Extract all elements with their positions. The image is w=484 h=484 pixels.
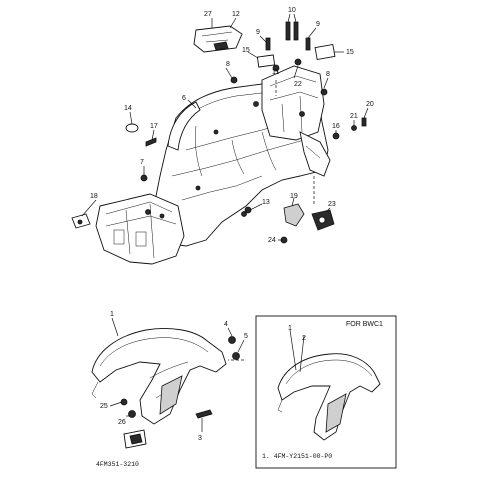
callout-15b: 15 bbox=[346, 49, 354, 56]
inset-front-fender bbox=[277, 353, 381, 441]
callout-8a: 8 bbox=[226, 61, 230, 68]
front-fender-assembly bbox=[91, 328, 240, 449]
callout-24: 24 bbox=[268, 237, 276, 244]
callout-22: 22 bbox=[294, 81, 302, 88]
inset-callout-2: 2 bbox=[302, 335, 306, 342]
callout-12: 12 bbox=[232, 11, 240, 18]
tail-box bbox=[261, 65, 325, 141]
lower-callouts: 1 4 5 25 26 3 4FM351-3210 bbox=[96, 311, 248, 468]
callout-3: 3 bbox=[198, 435, 202, 442]
callout-9b: 9 bbox=[316, 21, 320, 28]
rubber-plug bbox=[125, 123, 139, 133]
callout-11: 11 bbox=[272, 69, 279, 76]
callout-23: 23 bbox=[328, 201, 336, 208]
callout-26: 26 bbox=[118, 419, 126, 426]
inset-frame bbox=[255, 315, 397, 469]
callout-14: 14 bbox=[124, 105, 132, 112]
callout-5: 5 bbox=[244, 333, 248, 340]
callout-27: 27 bbox=[204, 11, 212, 18]
fender-flap bbox=[167, 101, 201, 151]
inner-fender-bracket bbox=[95, 193, 185, 265]
upper-callouts: 27 12 10 9 9 15 15 11 22 8 8 6 14 17 20 … bbox=[90, 7, 374, 244]
callout-1: 1 bbox=[110, 311, 114, 318]
inset-title: FOR BWC1 bbox=[346, 321, 383, 328]
callout-6: 6 bbox=[182, 95, 186, 102]
lower-leader-lines bbox=[109, 317, 245, 432]
inset-note: 1. 4FM-Y2151-00-P0 bbox=[262, 453, 332, 460]
callout-7: 7 bbox=[140, 159, 144, 166]
callout-18: 18 bbox=[90, 193, 98, 200]
inset-callout-1: 1 bbox=[288, 325, 292, 332]
callout-8b: 8 bbox=[326, 71, 330, 78]
callout-9a: 9 bbox=[256, 29, 260, 36]
catalog-code: 4FM351-3210 bbox=[96, 461, 139, 468]
callout-21: 21 bbox=[350, 113, 358, 120]
callout-25: 25 bbox=[100, 403, 108, 410]
upper-leader-lines bbox=[81, 13, 369, 241]
callout-20: 20 bbox=[366, 101, 374, 108]
top-hardware bbox=[71, 21, 367, 229]
callout-19: 19 bbox=[290, 193, 298, 200]
rear-fender-assembly bbox=[95, 65, 331, 265]
reflector-bracket bbox=[280, 203, 335, 244]
callout-4: 4 bbox=[224, 321, 228, 328]
callout-15a: 15 bbox=[242, 47, 250, 54]
callout-10: 10 bbox=[288, 7, 296, 14]
front-fender bbox=[91, 328, 227, 425]
inset-bwc1: FOR BWC1 1 2 1. 4FM-Y2151-00-P0 bbox=[255, 315, 397, 469]
callout-13: 13 bbox=[262, 199, 270, 206]
callout-17: 17 bbox=[150, 123, 158, 130]
pad-right bbox=[314, 44, 336, 60]
pad-left bbox=[256, 54, 276, 68]
callout-16: 16 bbox=[332, 123, 340, 130]
